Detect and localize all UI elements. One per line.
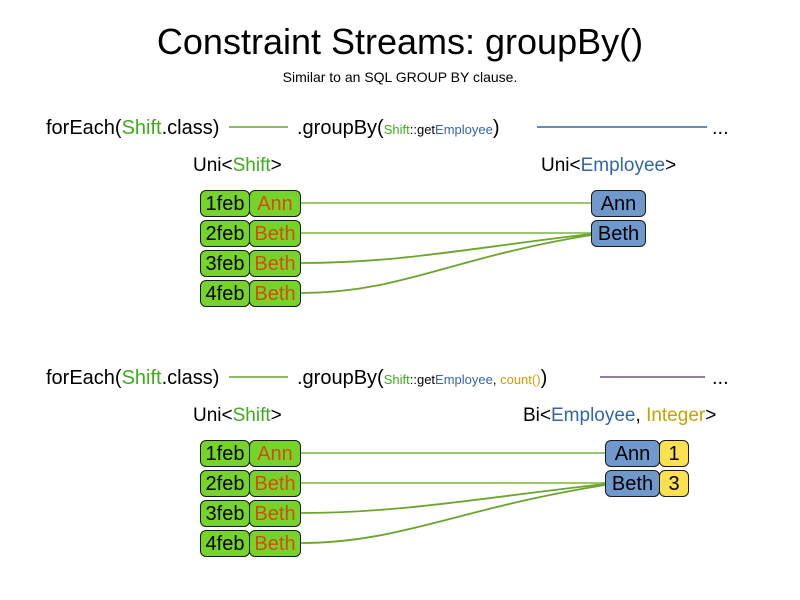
shift-date-cell: 3feb xyxy=(200,500,250,527)
count-cell: 3 xyxy=(659,470,689,497)
left-type-label-suffix-1: > xyxy=(270,155,282,176)
shift-date-cell: 2feb xyxy=(200,220,250,247)
group-by-prefix-2: .groupBy( xyxy=(297,367,384,389)
shift-date-cell: 2feb xyxy=(200,470,250,497)
right-type-label-type-1: Employee xyxy=(580,155,666,176)
group-by-expression-1: .groupBy(Shift::getEmployee) xyxy=(297,115,500,143)
shift-date-cell: 4feb xyxy=(200,280,250,307)
pipeline-expression-1: forEach(Shift.class) xyxy=(46,115,219,141)
trailing-dots-1: ... xyxy=(712,117,729,139)
group-by-arg-type-2: Employee xyxy=(435,372,493,387)
group-by-arg-get-1: get xyxy=(416,122,436,137)
right-type-label-prefix-1: Uni< xyxy=(541,155,581,176)
page-subtitle: Similar to an SQL GROUP BY clause. xyxy=(282,69,518,85)
shift-employee-cell: Beth xyxy=(249,530,301,557)
employee-cell: Beth xyxy=(605,470,660,497)
shift-employee-cell: Beth xyxy=(249,470,301,497)
shift-date-cell: 1feb xyxy=(200,190,250,217)
group-by-prefix-1: .groupBy( xyxy=(297,117,384,139)
left-type-label-prefix-2: Uni< xyxy=(193,405,233,426)
employee-cell: Ann xyxy=(591,190,646,217)
right-type-label-2: Bi<Employee, Integer> xyxy=(523,404,716,428)
group-by-arg-comma-2: , xyxy=(492,372,501,387)
group-link xyxy=(300,484,606,544)
shift-date-cell: 4feb xyxy=(200,530,250,557)
group-by-arg-type-1: Employee xyxy=(435,122,493,137)
for-each-suffix-2: .class) xyxy=(161,367,220,389)
group-by-arg-collector-2: count() xyxy=(500,372,541,387)
group-by-arg-class-1: Shift xyxy=(383,122,410,137)
group-by-arg-sep-1: :: xyxy=(409,122,417,137)
group-by-suffix-1: ) xyxy=(492,117,500,139)
group-link xyxy=(300,234,592,294)
shift-employee-cell: Beth xyxy=(249,220,301,247)
left-type-label-suffix-2: > xyxy=(270,405,282,426)
left-type-label-2: Uni<Shift> xyxy=(193,404,282,428)
right-type-label-type-b-2: Integer xyxy=(646,405,706,426)
group-link xyxy=(300,483,606,514)
for-each-suffix-1: .class) xyxy=(161,117,220,139)
employee-cell: Ann xyxy=(605,440,660,467)
group-by-arg-class-2: Shift xyxy=(383,372,410,387)
group-link xyxy=(300,233,592,264)
group-by-suffix-2: ) xyxy=(540,367,548,389)
right-type-label-prefix-2: Bi< xyxy=(523,405,551,426)
count-cell: 1 xyxy=(659,440,689,467)
shift-employee-cell: Beth xyxy=(249,500,301,527)
left-type-label-1: Uni<Shift> xyxy=(193,154,282,178)
right-type-label-1: Uni<Employee> xyxy=(541,154,676,178)
shift-date-cell: 1feb xyxy=(200,440,250,467)
right-type-label-suffix-1: > xyxy=(665,155,677,176)
shift-employee-cell: Ann xyxy=(249,440,301,467)
shift-employee-cell: Beth xyxy=(249,250,301,277)
left-type-label-type-2: Shift xyxy=(232,405,271,426)
shift-employee-cell: Beth xyxy=(249,280,301,307)
left-type-label-type-1: Shift xyxy=(232,155,271,176)
shift-employee-cell: Ann xyxy=(249,190,301,217)
left-type-label-prefix-1: Uni< xyxy=(193,155,233,176)
pipeline-expression-2: forEach(Shift.class) xyxy=(46,365,219,391)
group-by-arg-get-2: get xyxy=(416,372,436,387)
right-type-label-type-a-2: Employee xyxy=(551,405,636,426)
shift-date-cell: 3feb xyxy=(200,250,250,277)
for-each-type-1: Shift xyxy=(121,117,162,139)
for-each-type-2: Shift xyxy=(121,367,162,389)
trailing-dots-2: ... xyxy=(712,367,729,389)
right-type-label-suffix-2: > xyxy=(705,405,717,426)
employee-cell: Beth xyxy=(591,220,646,247)
group-by-expression-2: .groupBy(Shift::getEmployee, count()) xyxy=(297,365,547,393)
page-title: Constraint Streams: groupBy() xyxy=(156,21,644,62)
for-each-prefix-2: forEach( xyxy=(46,367,122,389)
group-by-arg-sep-2: :: xyxy=(409,372,417,387)
right-type-label-comma-2: , xyxy=(635,405,647,426)
for-each-prefix-1: forEach( xyxy=(46,117,122,139)
